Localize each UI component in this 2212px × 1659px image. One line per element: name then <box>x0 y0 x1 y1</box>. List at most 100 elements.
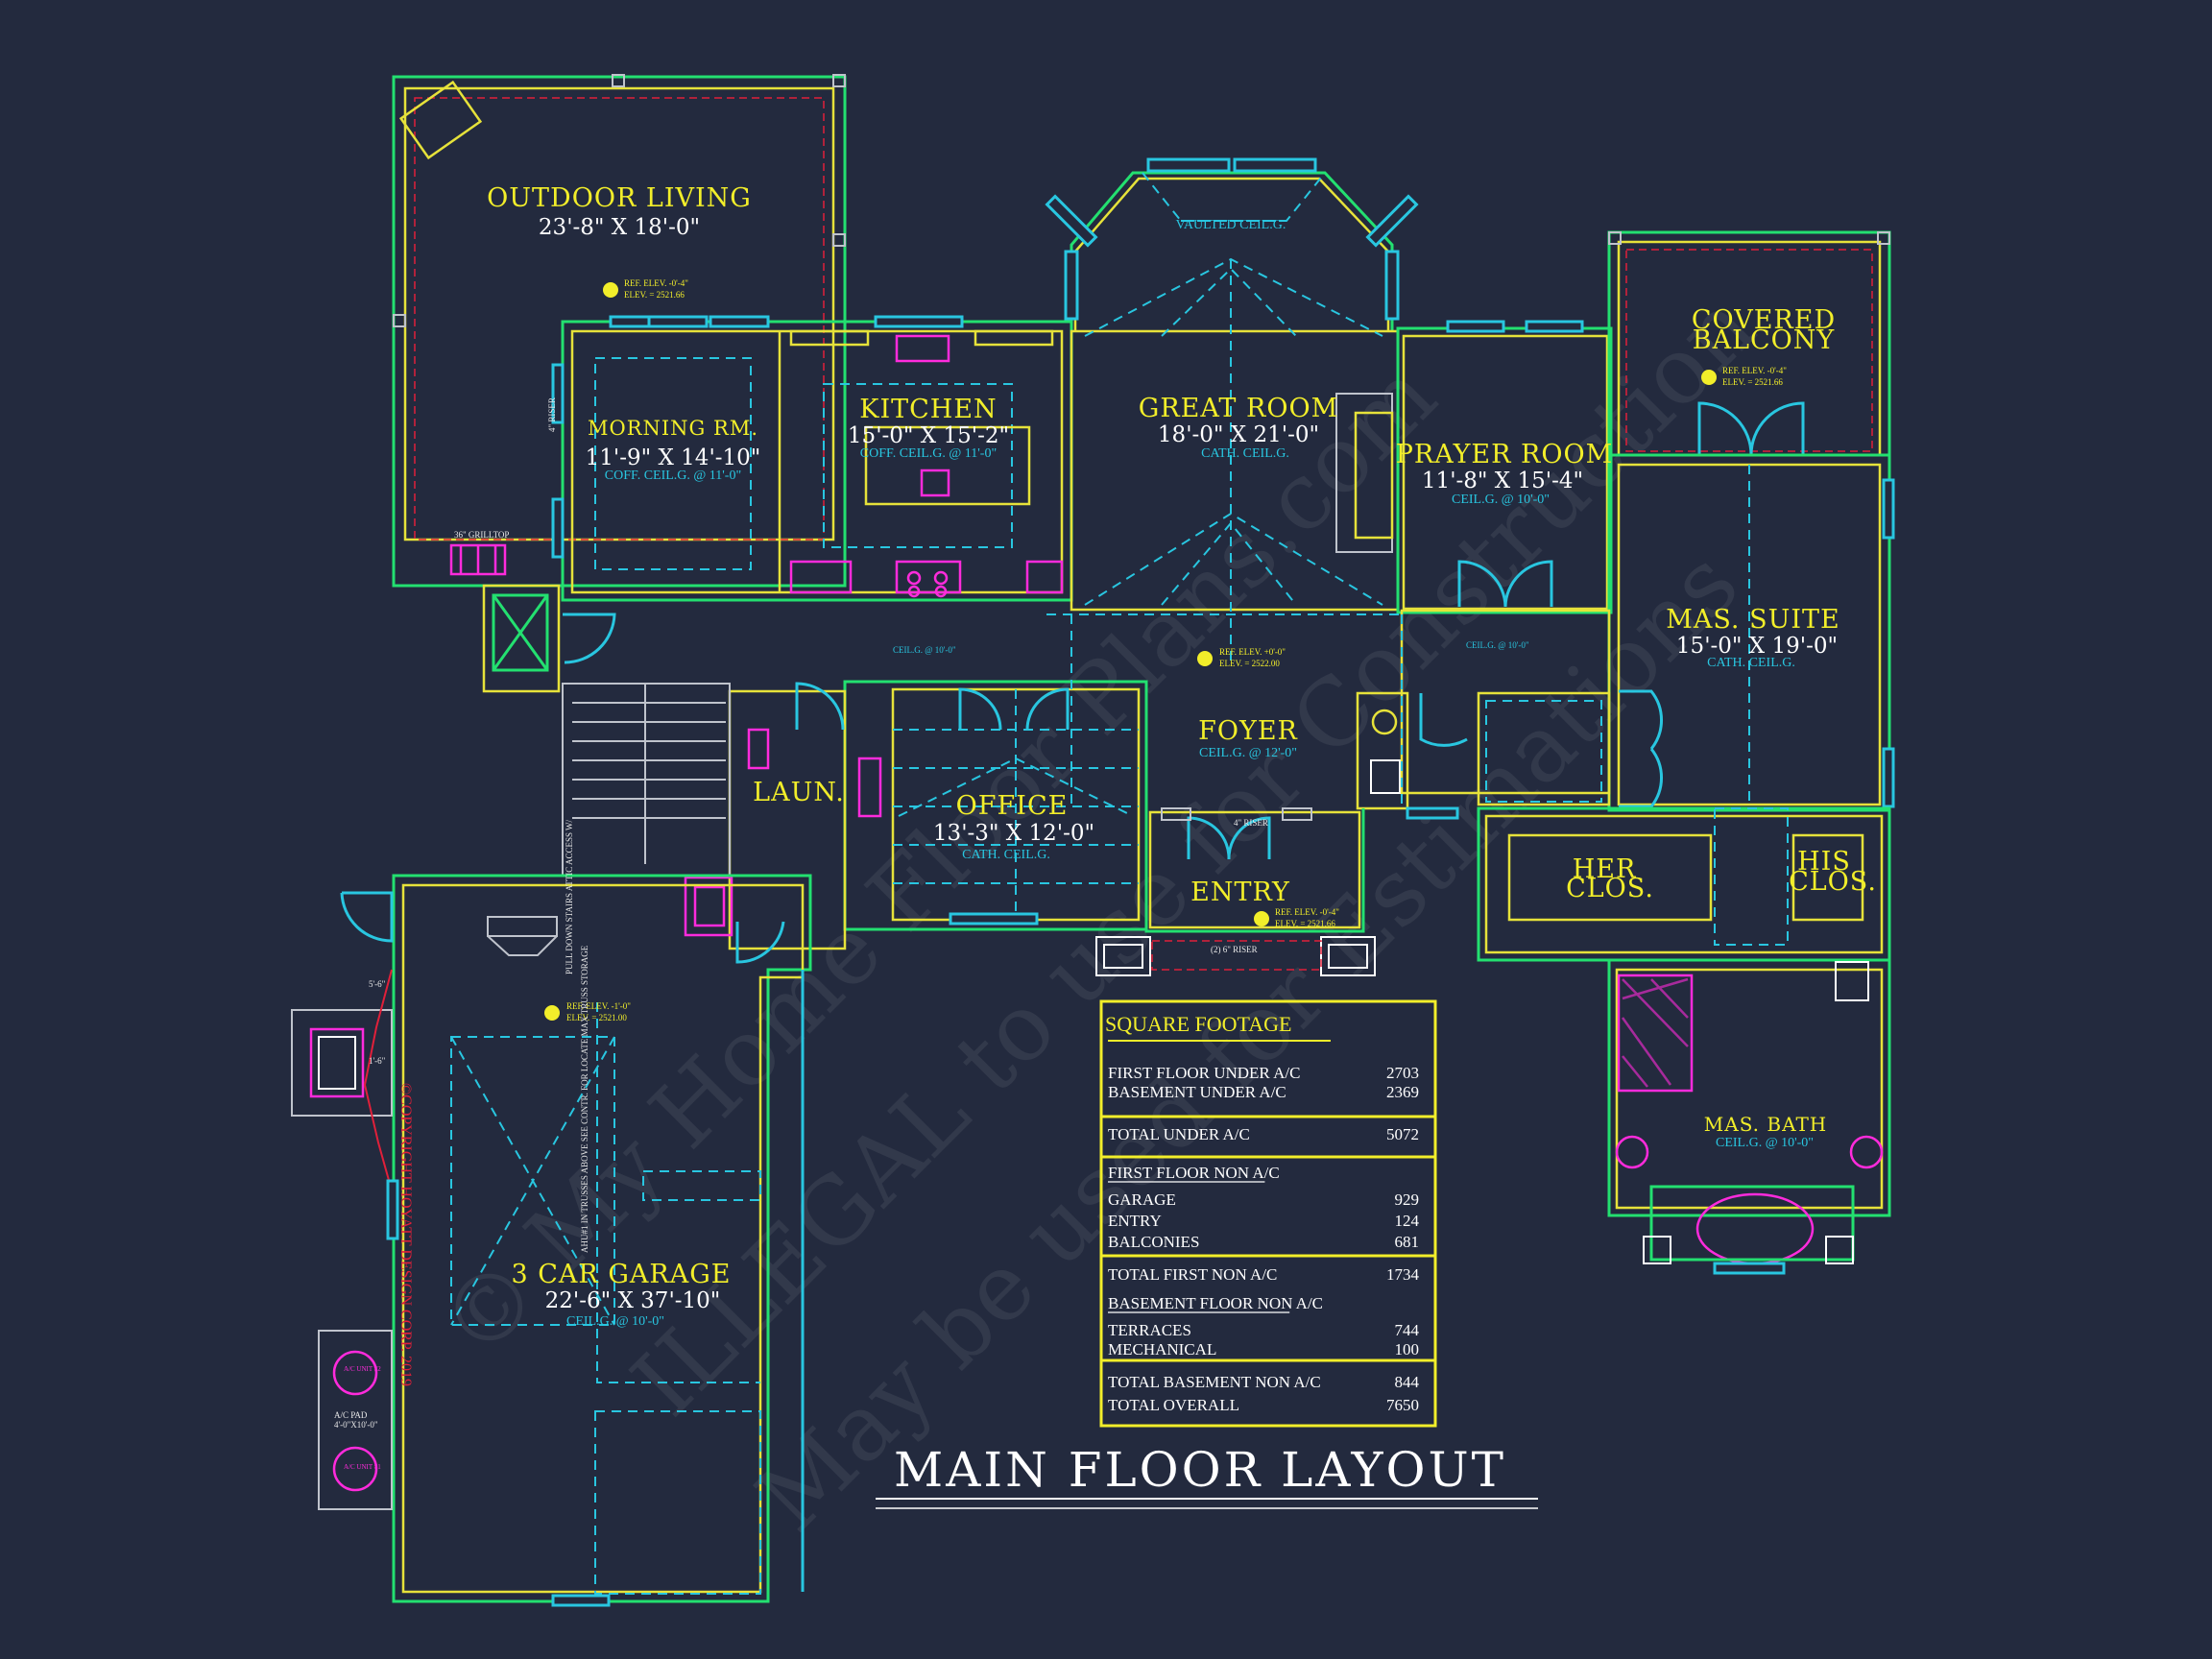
square-footage-table: SQUARE FOOTAGE FIRST FLOOR UNDER A/C 2703… <box>1099 999 1437 1428</box>
sq-row-label: BASEMENT FLOOR NON A/C <box>1108 1294 1323 1312</box>
entry-ref-elev: REF. ELEV. -0'-4" <box>1275 907 1339 917</box>
main-floor-title: MAIN FLOOR LAYOUT <box>894 1442 1506 1498</box>
kitchen-ceiling: COFF. CEIL.G. @ 11'-0" <box>860 446 997 461</box>
outdoor-living-label: OUTDOOR LIVING <box>487 183 752 213</box>
elev-marker-5 <box>544 1005 560 1021</box>
sq-row-label: TOTAL UNDER A/C <box>1108 1125 1250 1143</box>
her-closet-label-1: HER <box>1573 854 1637 884</box>
mas-suite-ceiling: CATH. CEIL.G. <box>1707 656 1795 670</box>
watermark-line-1: © My Home Floor Plans.com <box>420 342 1456 1379</box>
outdoor-ref-elev: REF. ELEV. -0'-4" <box>624 278 688 288</box>
sq-row-value: 124 <box>1395 1212 1420 1230</box>
ac-pad-dim: 4'-0"X10'-0" <box>334 1420 378 1430</box>
office-dim: 13'-3" X 12'-0" <box>933 821 1094 846</box>
sq-row-value: 744 <box>1395 1321 1420 1339</box>
morning-rm-label: MORNING RM. <box>588 417 758 440</box>
office-label: OFFICE <box>956 791 1069 821</box>
garage-elev: ELEV. = 2521.00 <box>566 1013 627 1022</box>
foyer-ceiling: CEIL.G. @ 12'-0" <box>1199 746 1297 760</box>
elev-marker-3 <box>1197 651 1213 666</box>
entry-elev: ELEV. = 2521.66 <box>1275 919 1335 928</box>
master-bath-area <box>1607 958 1891 1275</box>
sq-row-label: TOTAL FIRST NON A/C <box>1108 1265 1277 1284</box>
ac-unit-2-label: A/C UNIT #2 <box>344 1365 381 1373</box>
sq-row-value: 1734 <box>1386 1265 1420 1284</box>
foyer-ref-elev: REF. ELEV. +0'-0" <box>1219 647 1286 657</box>
closets-area <box>1477 806 1891 962</box>
garage-ref-elev: REF. ELEV. -1'-0" <box>566 1001 631 1011</box>
sq-row-label: TERRACES <box>1108 1321 1191 1339</box>
attic-note: PULL DOWN STAIRS ATTIC ACCESS W/ <box>565 819 574 974</box>
entry-riser-label: 4" RISER <box>1234 818 1268 828</box>
morning-riser-label: 4" RISER <box>547 397 557 432</box>
center-block <box>482 584 1403 964</box>
sq-header: SQUARE FOOTAGE <box>1105 1012 1291 1036</box>
prayer-room-ceiling: CEIL.G. @ 10'-0" <box>1452 493 1550 507</box>
great-room-vaulted: VAULTED CEIL.G. <box>1176 218 1286 232</box>
great-room-dim: 18'-0" X 21'-0" <box>1158 422 1319 447</box>
garage-dim: 22'-6" X 37'-10" <box>545 1288 721 1313</box>
ac-pad-label: A/C PAD <box>334 1410 368 1420</box>
outdoor-living-area <box>392 74 847 588</box>
dim-5-6-label: 5'-6" <box>369 979 386 989</box>
ahu-note: AHU#1 IN TRUSSES ABOVE SEE CONTR. FOR LO… <box>580 945 589 1253</box>
office-ceiling: CATH. CEIL.G. <box>962 848 1050 862</box>
foyer-label: FOYER <box>1198 716 1298 746</box>
great-room-label: GREAT ROOM <box>1139 394 1338 423</box>
hall-ceiling: CEIL.G. @ 10'-0" <box>893 645 956 655</box>
entry-area <box>1095 806 1459 976</box>
mas-suite-label: MAS. SUITE <box>1666 605 1839 635</box>
sq-row-label: BALCONIES <box>1108 1233 1199 1251</box>
sq-row-label: MECHANICAL <box>1108 1340 1216 1358</box>
morning-rm-dim: 11'-9" X 14'-10" <box>586 445 761 470</box>
covered-balcony-label-1: COVERED <box>1692 305 1836 335</box>
plan-title: MAIN FLOOR LAYOUT <box>876 1442 1538 1509</box>
balcony-elev: ELEV. = 2521.66 <box>1722 377 1783 387</box>
mas-bath-ceiling: CEIL.G. @ 10'-0" <box>1716 1136 1814 1150</box>
outdoor-living-dim: 23'-8" X 18'-0" <box>539 215 700 240</box>
covered-balcony-label-2: BALCONY <box>1693 325 1836 355</box>
garage-label: 3 CAR GARAGE <box>511 1260 731 1289</box>
sq-row-value: 5072 <box>1386 1125 1419 1143</box>
sq-row-value: 929 <box>1395 1190 1420 1209</box>
sq-row-label: ENTRY <box>1108 1212 1162 1230</box>
sq-row-label: BASEMENT UNDER A/C <box>1108 1083 1286 1101</box>
great-room-ceiling: CATH. CEIL.G. <box>1201 446 1289 461</box>
kitchen-label: KITCHEN <box>859 395 997 424</box>
his-closet-label-1: HIS <box>1797 847 1851 877</box>
sq-row-value: 2369 <box>1386 1083 1419 1101</box>
ac-unit-1-label: A/C UNIT #1 <box>344 1463 381 1471</box>
prayer-hall-ceiling: CEIL.G. @ 10'-0" <box>1466 640 1529 650</box>
laundry-label: LAUN. <box>753 778 845 807</box>
copyright-note: ©COPYRIGHT HOYATT DESIGN CORP. 2019 <box>397 1083 414 1386</box>
covered-balcony-area <box>1607 230 1891 457</box>
his-closet-label-2: CLOS. <box>1789 867 1877 897</box>
sq-row-value: 7650 <box>1386 1396 1419 1414</box>
mas-suite-dim: 15'-0" X 19'-0" <box>1676 634 1838 659</box>
morning-rm-ceiling: COFF. CEIL.G. @ 11'-0" <box>605 469 741 483</box>
outdoor-elev: ELEV. = 2521.66 <box>624 290 685 300</box>
prayer-room-area <box>1396 320 1613 614</box>
sq-row-value: 100 <box>1395 1340 1420 1358</box>
entry-step-label: (2) 6" RISER <box>1211 945 1258 954</box>
garage-ceiling: CEIL.G. @ 10'-0" <box>566 1314 664 1329</box>
prayer-room-dim: 11'-8" X 15'-4" <box>1422 469 1583 493</box>
sq-row-value: 681 <box>1395 1233 1420 1251</box>
entry-label: ENTRY <box>1190 878 1290 907</box>
foyer-elev: ELEV. = 2522.00 <box>1219 659 1280 668</box>
sq-row-value: 844 <box>1395 1373 1420 1391</box>
elev-marker-2 <box>1701 370 1717 385</box>
prayer-room-label: PRAYER ROOM <box>1396 440 1614 469</box>
grilltop-label: 36" GRILLTOP <box>454 530 509 540</box>
elev-marker-1 <box>603 282 618 298</box>
dim-1-6-label: 1'-6" <box>369 1056 386 1066</box>
room-labels: OUTDOOR LIVING 23'-8" X 18'-0" MORNING R… <box>487 183 1877 1329</box>
sq-row-value: 2703 <box>1386 1064 1419 1082</box>
her-closet-label-2: CLOS. <box>1566 874 1654 903</box>
annotations: REF. ELEV. -0'-4" ELEV. = 2521.66 REF. E… <box>334 278 1787 1471</box>
sq-row-label: FIRST FLOOR UNDER A/C <box>1108 1064 1300 1082</box>
mas-bath-label: MAS. BATH <box>1704 1113 1827 1136</box>
kitchen-dim: 15'-0" X 15'-2" <box>848 423 1009 448</box>
